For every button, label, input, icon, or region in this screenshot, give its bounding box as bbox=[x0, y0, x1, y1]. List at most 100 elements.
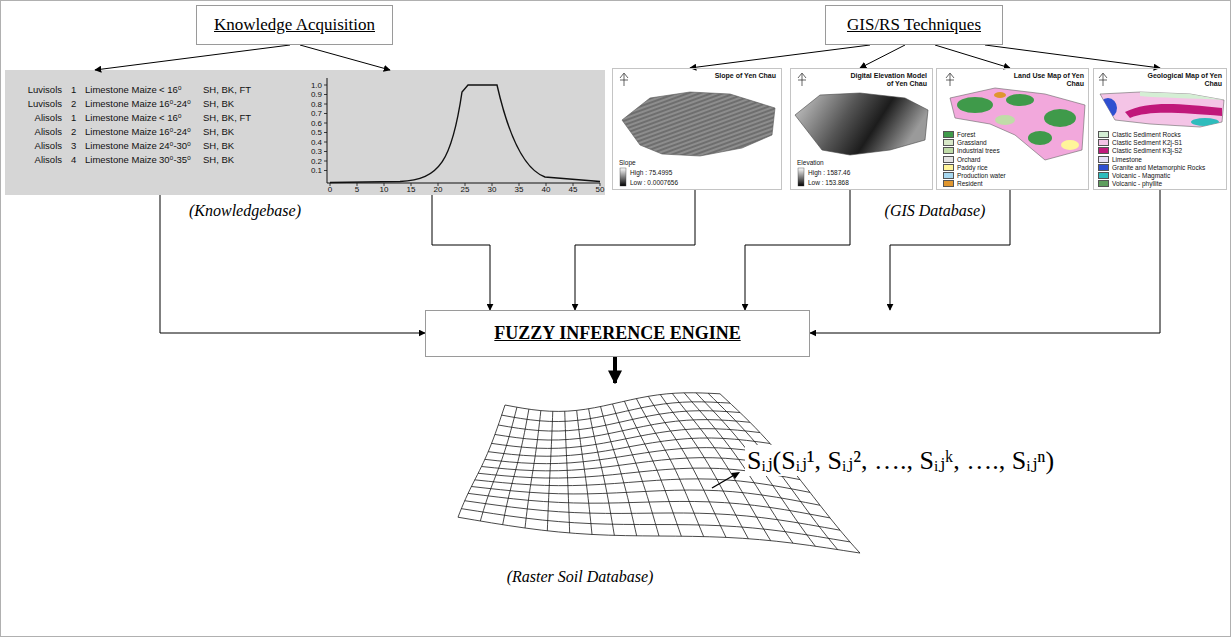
map-title: Land Use Map of Yen Chau bbox=[1006, 72, 1084, 88]
mesh-line bbox=[565, 411, 570, 533]
axis-tick-label: 0.7 bbox=[311, 109, 322, 118]
legend-entry: Production water bbox=[943, 172, 1006, 179]
map-legend-value: Low : 153.868 bbox=[808, 179, 849, 186]
land-use-map bbox=[946, 73, 1085, 160]
table-cell: < 16⁰ bbox=[159, 112, 182, 123]
table-cell: Alisols bbox=[10, 112, 62, 123]
legend-entry: Granite and Metamorphic Rocks bbox=[1098, 164, 1205, 171]
axis-tick-label: 20 bbox=[434, 185, 443, 194]
mesh-line bbox=[461, 509, 850, 542]
table-cell: Luvisols bbox=[10, 98, 62, 109]
axis-tick-label: 1.0 bbox=[311, 81, 322, 90]
table-cell: SH, BK bbox=[203, 154, 234, 165]
legend-swatch bbox=[943, 139, 954, 146]
panel-caption: (Knowledgebase) bbox=[189, 202, 301, 220]
table-cell: 2 bbox=[71, 98, 76, 109]
legend-text: Granite and Metamorphic Rocks bbox=[1112, 164, 1205, 171]
map-image: Geological Map of Yen ChauClastic Sedime… bbox=[1093, 68, 1227, 190]
legend-swatch bbox=[943, 156, 954, 163]
axis-tick-label: 35 bbox=[515, 185, 524, 194]
legend-entry: Orchard bbox=[943, 156, 980, 163]
table-cell: 30⁰-35⁰ bbox=[159, 154, 191, 165]
map-legend-heading: Elevation bbox=[797, 159, 824, 166]
cell-leader bbox=[712, 472, 740, 488]
geological-map bbox=[1099, 73, 1224, 127]
table-cell: Alisols bbox=[10, 154, 62, 165]
legend-text: Production water bbox=[957, 172, 1006, 179]
legend-swatch bbox=[943, 164, 954, 171]
cell-vector: Sᵢⱼ(Sᵢⱼ¹, Sᵢⱼ², …., Sᵢⱼᵏ, …., Sᵢⱼⁿ) bbox=[745, 445, 1056, 476]
knowledgebase-panel: Luvisols1Limestone Maize< 16⁰SH, BK, FTL… bbox=[5, 70, 605, 195]
mesh-line bbox=[482, 458, 791, 471]
table-cell: 16⁰-24⁰ bbox=[159, 98, 191, 109]
legend-entry: Limestone bbox=[1098, 156, 1142, 163]
axis-tick-label: 15 bbox=[407, 185, 416, 194]
map-title: Digital Elevation Model of Yen Chau bbox=[845, 72, 927, 88]
slope-map bbox=[620, 73, 775, 186]
table-cell: Limestone Maize bbox=[85, 140, 157, 151]
legend-entry: Industrial trees bbox=[943, 147, 1000, 154]
legend-text: Paddy rice bbox=[957, 164, 988, 171]
membership-chart bbox=[324, 78, 600, 186]
connector-arrow bbox=[985, 45, 1160, 68]
legend-entry: Resident bbox=[943, 180, 983, 187]
box-title: GIS/RS Techniques bbox=[847, 15, 981, 35]
mesh-line bbox=[465, 501, 840, 530]
map-title: Geological Map of Yen Chau bbox=[1144, 72, 1222, 88]
legend-swatch bbox=[1098, 139, 1109, 146]
mesh-line bbox=[495, 420, 750, 440]
legend-text: Industrial trees bbox=[957, 147, 1000, 154]
connector-arrow bbox=[432, 195, 490, 310]
mesh-line bbox=[601, 407, 637, 536]
table-cell: Limestone Maize bbox=[85, 112, 157, 123]
raster-database: Sᵢⱼ(Sᵢⱼ¹, Sᵢⱼ², …., Sᵢⱼᵏ, …., Sᵢⱼⁿ) (Rast… bbox=[455, 383, 1145, 598]
axis-tick-label: 50 bbox=[596, 185, 605, 194]
legend-swatch bbox=[943, 180, 954, 187]
table-cell: Limestone Maize bbox=[85, 154, 157, 165]
axis-tick-label: 30 bbox=[488, 185, 497, 194]
map-image: Digital Elevation Model of Yen ChauEleva… bbox=[790, 68, 933, 190]
map-legend-value: Low : 0.0007656 bbox=[630, 179, 678, 186]
legend-swatch bbox=[1098, 147, 1109, 154]
legend-text: Orchard bbox=[957, 156, 980, 163]
legend-text: Forest bbox=[957, 131, 975, 138]
table-cell: SH, BK bbox=[203, 98, 234, 109]
legend-text: Grassland bbox=[957, 139, 987, 146]
connector-arrow bbox=[95, 45, 290, 70]
legend-entry: Volcanic - phyllite bbox=[1098, 180, 1162, 187]
axis-tick-label: 5 bbox=[355, 185, 359, 194]
elevation-map bbox=[795, 73, 928, 186]
axis-tick-label: 0.5 bbox=[311, 128, 322, 137]
legend-entry: Clastic Sediment Rocks bbox=[1098, 131, 1181, 138]
legend-entry: Forest bbox=[943, 131, 975, 138]
table-cell: Limestone Maize bbox=[85, 84, 157, 95]
axis-tick-label: 0.2 bbox=[311, 157, 322, 166]
axis-tick-label: 0.3 bbox=[311, 147, 322, 156]
axis-tick-label: 45 bbox=[569, 185, 578, 194]
mesh-line bbox=[636, 399, 703, 537]
mesh-line bbox=[488, 438, 770, 456]
axis-tick-label: 10 bbox=[380, 185, 389, 194]
mesh-line bbox=[485, 448, 780, 464]
map-legend-value: High : 1587.46 bbox=[808, 169, 850, 176]
axis-tick-label: 25 bbox=[461, 185, 470, 194]
legend-swatch bbox=[943, 172, 954, 179]
connector-arrow bbox=[935, 45, 1010, 68]
table-cell: SH, BK bbox=[203, 140, 234, 151]
process-box: GIS/RS Techniques bbox=[825, 5, 1003, 45]
axis-tick-label: 0.4 bbox=[311, 138, 322, 147]
map-legend-heading: Slope bbox=[619, 159, 636, 166]
engine-box: FUZZY INFERENCE ENGINE bbox=[425, 310, 810, 357]
legend-text: Clastic Sediment Rocks bbox=[1112, 131, 1181, 138]
knowledgebase-panel bbox=[5, 70, 605, 195]
connector-arrow bbox=[810, 190, 1160, 333]
connector-arrow bbox=[690, 45, 870, 68]
table-cell: 24⁰-30⁰ bbox=[159, 140, 191, 151]
axis-tick-label: 0 bbox=[328, 185, 332, 194]
mesh-line bbox=[458, 517, 860, 553]
table-cell: SH, BK bbox=[203, 126, 234, 137]
legend-text: Volcanic - phyllite bbox=[1112, 180, 1162, 187]
map-image: Land Use Map of Yen ChauForestGrasslandI… bbox=[936, 68, 1089, 190]
database-caption: (Raster Soil Database) bbox=[507, 568, 654, 586]
table-cell: 1 bbox=[71, 112, 76, 123]
